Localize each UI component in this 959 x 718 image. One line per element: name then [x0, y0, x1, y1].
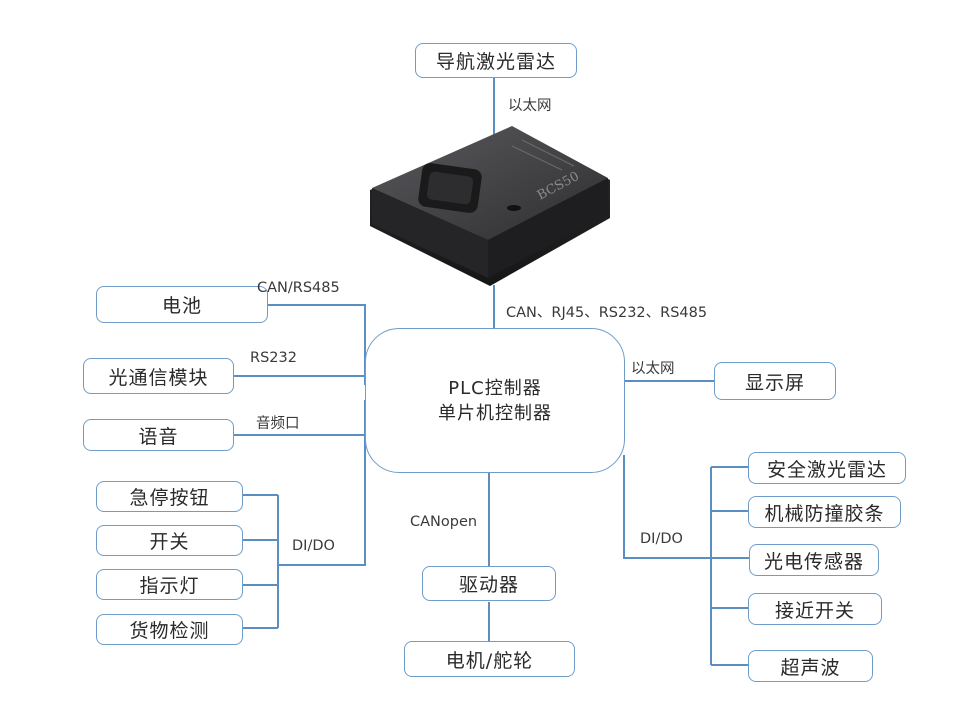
node-indicator-light: 指示灯: [96, 569, 243, 600]
node-voice: 语音: [83, 419, 234, 451]
wire-battery: [268, 304, 366, 385]
link-label-right-dio: DI/DO: [640, 531, 683, 547]
controller-line2: 单片机控制器: [438, 402, 552, 424]
link-label-optical: RS232: [250, 350, 297, 366]
node-controller: PLC控制器 单片机控制器: [365, 328, 625, 473]
node-motor-wheel: 电机/舵轮: [404, 641, 575, 677]
controller-device-image: BCS50: [370, 126, 610, 286]
link-label-left-dio: DI/DO: [292, 538, 335, 554]
node-photoelectric-sensor: 光电传感器: [749, 544, 879, 576]
node-battery: 电池: [96, 286, 268, 323]
link-label-ethernet-top: 以太网: [508, 98, 552, 114]
node-cargo-detection: 货物检测: [96, 614, 243, 645]
node-nav-lidar: 导航激光雷达: [415, 43, 577, 78]
node-display: 显示屏: [714, 362, 836, 400]
node-driver: 驱动器: [422, 566, 556, 601]
node-switch: 开关: [96, 525, 243, 556]
node-safety-lidar: 安全激光雷达: [748, 452, 906, 484]
link-label-canopen: CANopen: [410, 514, 478, 530]
node-estop-button: 急停按钮: [96, 481, 243, 512]
link-label-ethernet-right: 以太网: [631, 361, 675, 377]
wire-left-dio-bus: [278, 400, 366, 566]
node-bumper-strip: 机械防撞胶条: [748, 496, 901, 528]
link-label-device-buses: CAN、RJ45、RS232、RS485: [506, 305, 708, 321]
node-ultrasonic: 超声波: [748, 650, 873, 682]
controller-line1: PLC控制器: [448, 377, 542, 399]
node-optical-module: 光通信模块: [83, 358, 234, 394]
wire-right-dio-bus: [623, 455, 711, 559]
link-label-battery: CAN/RS485: [257, 280, 340, 296]
link-label-voice: 音频口: [256, 416, 300, 432]
node-proximity-switch: 接近开关: [748, 593, 882, 625]
